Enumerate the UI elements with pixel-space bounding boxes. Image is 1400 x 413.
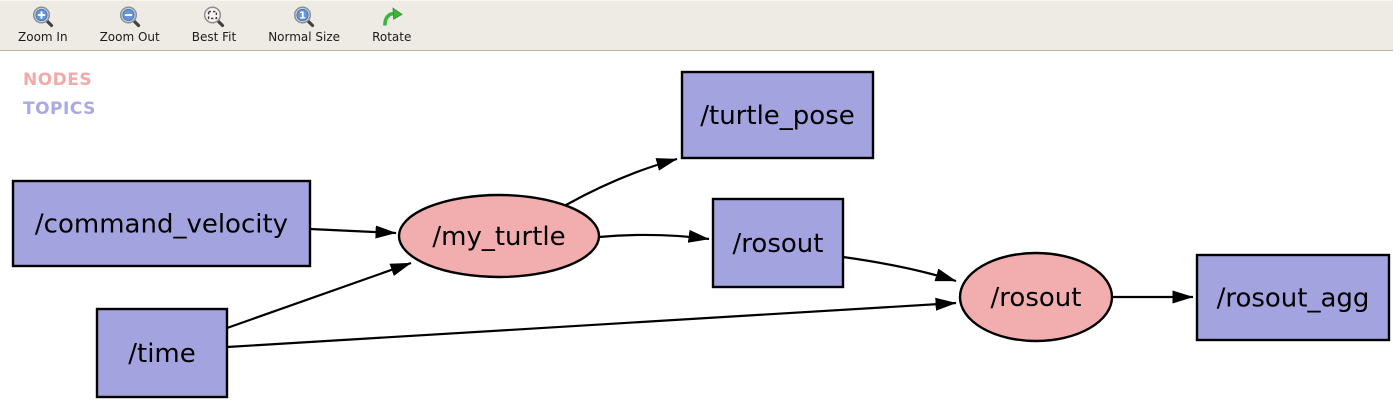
node-label: /my_turtle (432, 222, 565, 252)
edge-my_turtle-to-rosout (598, 229, 710, 243)
topic-box[interactable] (1195, 253, 1391, 342)
toolbar: Zoom In Zoom Out Best Fit (0, 0, 1393, 51)
graph-topic-turtle_pose[interactable]: /turtle_pose (680, 70, 875, 160)
rotate-button[interactable]: Rotate (366, 1, 417, 45)
edge-my_turtle-to-turtle_pose (565, 157, 678, 206)
node-label: /turtle_pose (700, 101, 855, 131)
best-fit-button[interactable]: Best Fit (186, 1, 242, 45)
zoom-out-button[interactable]: Zoom Out (94, 1, 166, 45)
normal-size-icon: 1 (294, 6, 315, 28)
node-label: /command_velocity (35, 210, 288, 240)
best-fit-label: Best Fit (191, 30, 237, 44)
edges-layer (226, 157, 1194, 349)
node-ellipse[interactable] (958, 251, 1114, 343)
topic-box[interactable] (680, 70, 875, 160)
edge-rosout-to-rosout_node (842, 255, 957, 283)
rotate-label: Rotate (372, 30, 412, 44)
topic-box[interactable] (11, 179, 312, 268)
node-label: /rosout (991, 283, 1082, 313)
zoom-in-label: Zoom In (18, 30, 68, 44)
node-label: /time (128, 339, 196, 369)
graph-node-my_turtle[interactable]: /my_turtle (397, 193, 601, 279)
node-ellipse[interactable] (397, 193, 601, 279)
nodes-layer: /command_velocity/time/my_turtle/turtle_… (11, 70, 1391, 399)
node-label: /rosout (733, 229, 824, 259)
legend: NODES TOPICS (23, 70, 96, 128)
legend-topics-label: TOPICS (23, 99, 96, 119)
topic-box[interactable] (95, 307, 229, 399)
graph-node-rosout_node[interactable]: /rosout (958, 251, 1114, 343)
svg-text:1: 1 (299, 11, 306, 22)
normal-size-label: Normal Size (268, 30, 341, 44)
zoom-in-icon (32, 6, 53, 28)
node-label: /rosout_agg (1217, 284, 1370, 314)
zoom-out-icon (119, 6, 140, 28)
zoom-out-label: Zoom Out (99, 30, 160, 44)
topic-box[interactable] (711, 197, 845, 289)
edge-command_velocity-to-my_turtle (309, 225, 397, 239)
best-fit-icon (203, 6, 225, 28)
edge-time-to-rosout_node (226, 297, 957, 349)
edge-time-to-my_turtle (226, 261, 412, 330)
graph-topic-rosout_agg[interactable]: /rosout_agg (1195, 253, 1391, 342)
normal-size-button[interactable]: 1 Normal Size (262, 1, 346, 45)
graph-topic-command_velocity[interactable]: /command_velocity (11, 179, 312, 268)
rotate-icon (382, 7, 403, 26)
legend-nodes-label: NODES (23, 70, 93, 90)
zoom-in-button[interactable]: Zoom In (12, 1, 74, 45)
graph-topic-rosout[interactable]: /rosout (711, 197, 845, 289)
graph-topic-time[interactable]: /time (95, 307, 229, 399)
